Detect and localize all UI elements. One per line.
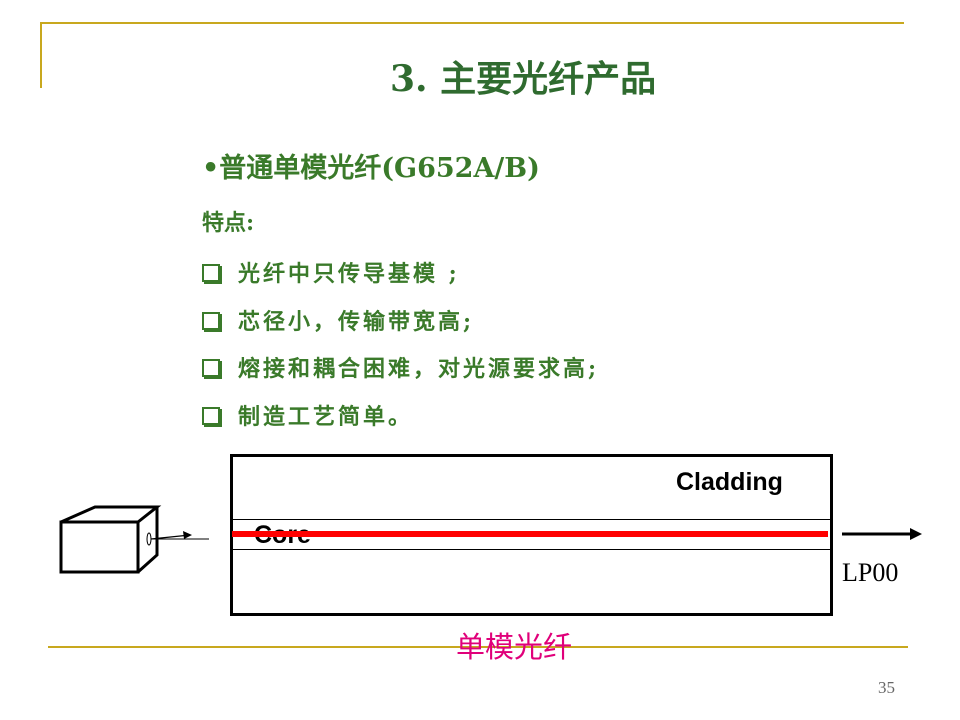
feature-text: 制造工艺简单。 [238, 404, 414, 430]
top-rule [40, 22, 904, 24]
fiber-diagram [230, 454, 833, 616]
feature-item: 芯径小，传输带宽高; [202, 304, 474, 336]
page-number: 35 [878, 678, 895, 697]
cladding-label: Cladding [676, 468, 783, 496]
feature-item: 熔接和耦合困难，对光源要求高; [202, 351, 599, 383]
checkbox-bullet-icon [202, 359, 220, 377]
feature-text: 熔接和耦合困难，对光源要求高; [238, 356, 600, 382]
light-ray [232, 531, 828, 537]
feature-text: 光纤中只传导基模 ; [238, 261, 460, 287]
core-boundary-bottom [233, 549, 830, 550]
checkbox-bullet-icon [202, 407, 220, 425]
feature-text: 芯径小，传输带宽高; [238, 309, 475, 335]
arrow-right-icon [842, 528, 922, 540]
checkbox-bullet-icon [202, 312, 220, 330]
features-label: 特点: [202, 210, 255, 236]
checkbox-bullet-icon [202, 264, 220, 282]
mode-label: LP00 [842, 558, 899, 587]
bottom-rule [48, 646, 908, 648]
feature-item: 光纤中只传导基模 ; [202, 256, 460, 288]
feature-item: 制造工艺简单。 [202, 399, 413, 431]
diagram-caption: 单模光纤 [456, 630, 573, 664]
slide-subtitle: •普通单模光纤(G652A/B) [202, 153, 540, 184]
left-rule [40, 22, 42, 88]
light-source-box-icon [59, 505, 209, 574]
core-boundary-top [233, 519, 830, 520]
slide-title: 3. 主要光纤产品 [390, 58, 657, 100]
